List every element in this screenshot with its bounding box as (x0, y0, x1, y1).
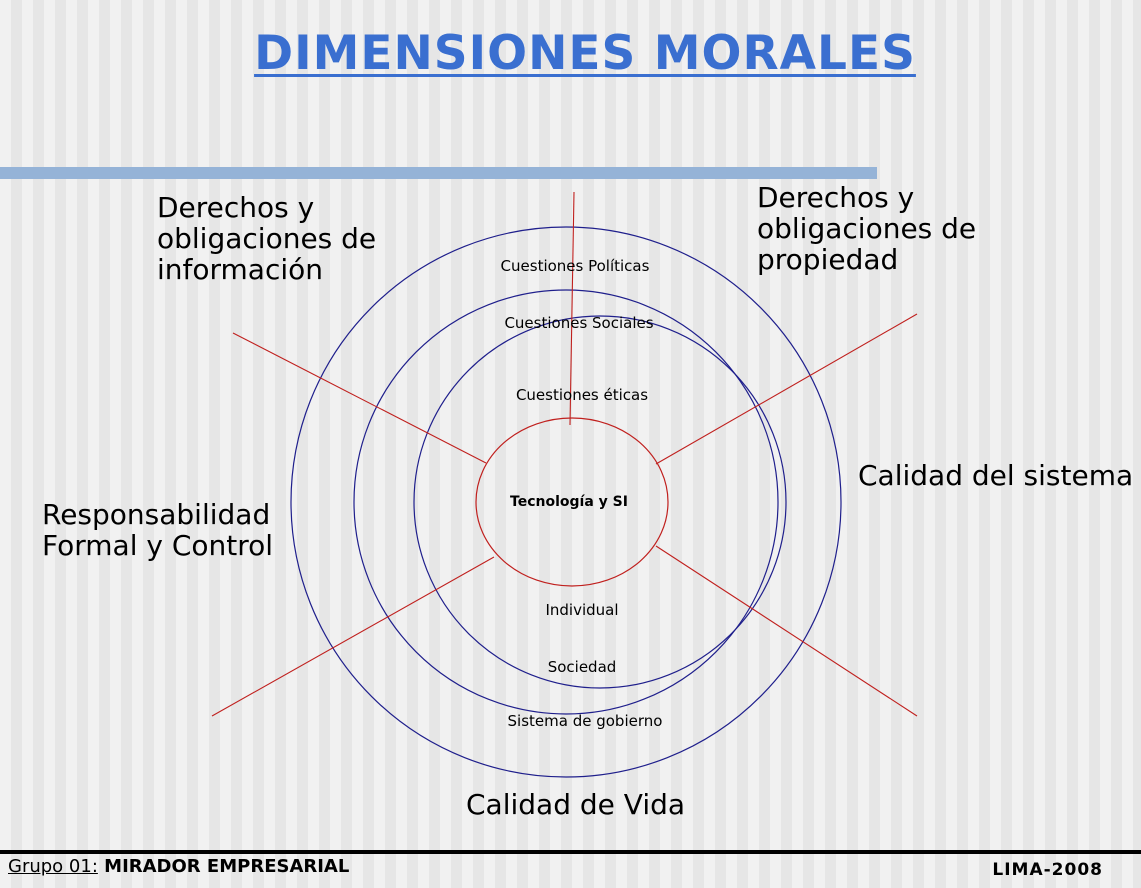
footer-group: Grupo 01: MIRADOR EMPRESARIAL (8, 856, 349, 877)
middle-circle (353, 289, 779, 715)
spoke-upper-right (655, 313, 918, 465)
footer-city-year: LIMA-2008 (992, 860, 1103, 880)
label-sociedad: Sociedad (548, 658, 617, 676)
spoke-lower-right (655, 545, 918, 717)
footer-divider (0, 850, 1141, 854)
title-divider-bar (0, 167, 877, 179)
label-cuestiones-politicas: Cuestiones Políticas (501, 257, 650, 275)
label-individual: Individual (545, 601, 618, 619)
spoke-top (569, 191, 575, 426)
center-circle (475, 417, 669, 587)
label-sistema-gobierno: Sistema de gobierno (508, 712, 663, 730)
label-tecnologia-si: Tecnología y SI (510, 494, 628, 510)
label-cuestiones-eticas: Cuestiones éticas (516, 386, 648, 404)
footer-group-name: MIRADOR EMPRESARIAL (97, 856, 350, 877)
spoke-lower-left (211, 556, 495, 717)
dimension-accountability: Responsabilidad Formal y Control (42, 498, 274, 562)
dimension-system-quality: Calidad del sistema (858, 459, 1134, 492)
footer-group-label: Grupo 01: (8, 856, 98, 877)
inner-circle (413, 315, 787, 689)
slide-title: DIMENSIONES MORALES (254, 26, 916, 81)
dimension-quality-of-life: Calidad de Vida (466, 788, 686, 821)
spoke-upper-left (232, 332, 487, 464)
dimension-property-rights: Derechos y obligaciones de propiedad (757, 181, 977, 276)
dimension-info-rights: Derechos y obligaciones de información (157, 191, 377, 286)
outer-circle (290, 226, 842, 778)
label-cuestiones-sociales: Cuestiones Sociales (504, 314, 653, 332)
